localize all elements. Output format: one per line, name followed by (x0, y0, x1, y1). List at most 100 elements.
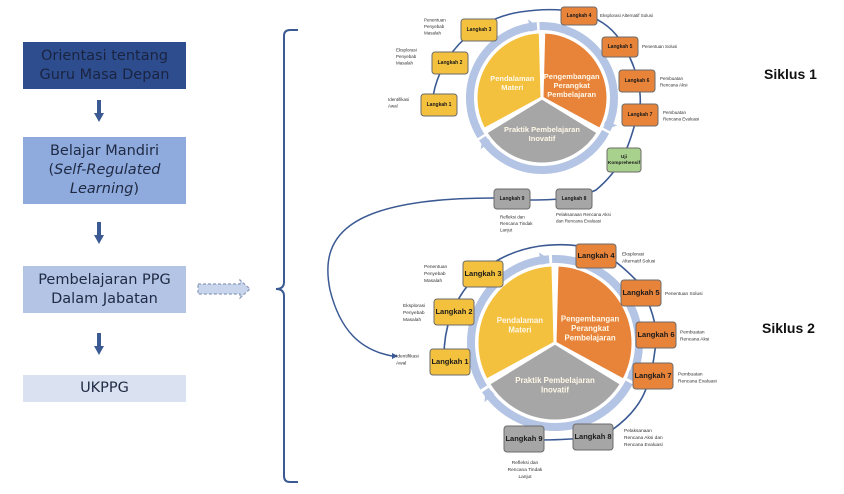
step-label: Langkah 9 (500, 196, 525, 202)
step-box (560, 6, 598, 26)
step-label: Langkah 7 (634, 371, 671, 380)
step-label: Langkah 7 (628, 112, 653, 118)
arrowhead-icon (392, 353, 398, 359)
step-box (572, 423, 614, 451)
step-box (460, 18, 498, 42)
step-box (621, 103, 659, 127)
dashed-right-arrow-icon (197, 278, 251, 300)
step-label: Langkah 9 (505, 434, 542, 443)
cycle-segment (474, 30, 544, 132)
step-box (606, 147, 642, 173)
step-label: Langkah 3 (464, 269, 501, 278)
step-box (433, 298, 475, 326)
cycle-ring-arrow (467, 255, 550, 390)
step-box (575, 243, 617, 269)
flow-step-belajar-mandiri: Belajar Mandiri(Self-Regulated Learning) (23, 137, 186, 204)
cycle-ring-arrow (478, 129, 610, 174)
step-label: Langkah 4 (577, 251, 615, 260)
step-description: Penentuan Solusi (642, 44, 677, 49)
paren: ) (133, 181, 140, 197)
arrowhead-icon (602, 119, 618, 130)
down-arrow-icon (94, 333, 104, 355)
step-box (431, 51, 469, 75)
flow-step-label: UKPPG (80, 380, 129, 396)
arrowhead-icon (480, 138, 493, 150)
step-label: Langkah 3 (467, 27, 492, 33)
step-box (420, 93, 458, 117)
step-node: Langkah 5 Penentuan Solusi (620, 279, 703, 307)
cycle-segment (475, 263, 557, 383)
step-box (493, 188, 531, 210)
cycle-segment (483, 96, 601, 166)
step-description: Penentuan Solusi (665, 291, 703, 297)
step-label: Langkah 1 (427, 102, 452, 108)
down-arrow-icon (94, 222, 104, 244)
step-box (618, 69, 656, 93)
step-box (632, 362, 674, 390)
flow-step-label: Belajar Mandiri (49, 143, 160, 159)
step-label: Langkah 8 (562, 196, 587, 202)
cycle-ring-arrow (466, 22, 538, 139)
step-label: Langkah 5 (622, 288, 659, 297)
flow-step-label: Orientasi tentang Guru Masa Depan (39, 47, 170, 83)
step-box (635, 321, 677, 349)
cycle-ring-arrow (539, 22, 618, 132)
cycle-label: Siklus 1 (764, 66, 817, 82)
step-label: Langkah 8 (574, 432, 611, 441)
flow-step-label: Pembelajaran PPG Dalam Jabatan (38, 271, 171, 307)
step-label: Langkah 2 (435, 307, 472, 316)
curly-brace (275, 29, 298, 483)
step-box (462, 260, 504, 288)
arrowhead-icon (539, 252, 550, 269)
step-label: Langkah 4 (567, 13, 592, 19)
cycle-segment (540, 30, 610, 132)
step-box (429, 348, 471, 376)
step-box (620, 279, 662, 307)
flow-step-italic: Self-Regulated Learning (54, 162, 161, 197)
step-box (503, 425, 545, 453)
flow-step-pembelajaran-ppg: Pembelajaran PPG Dalam Jabatan (23, 266, 186, 313)
step-label: Langkah 6 (625, 78, 650, 84)
step-node: Langkah 4 Eksplorasi Alternatif Solusi (560, 6, 653, 26)
step-description: Eksplorasi Alternatif Solusi (600, 13, 653, 18)
cycle-link-arrow (327, 197, 495, 357)
